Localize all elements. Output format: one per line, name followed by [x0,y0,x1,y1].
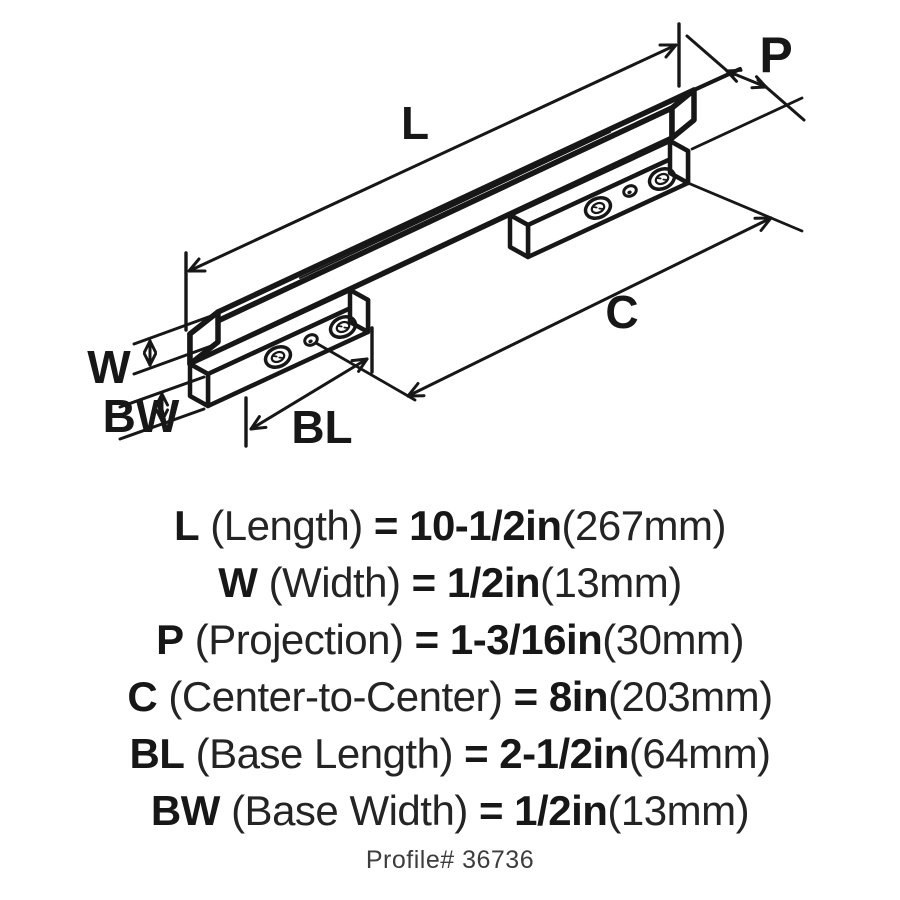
screw-icon [583,196,613,220]
arrowhead [753,216,773,232]
arrowhead [143,352,157,367]
spec-metric: (13mm) [607,787,750,834]
left-base-foot [187,287,371,409]
arrowhead [350,357,369,373]
spec-value: = 10-1/2in [373,502,562,549]
handle-bar [187,67,742,367]
label-L: L [401,97,429,149]
p-reference-line [690,96,804,151]
spec-name: (Width) [257,559,412,606]
profile-number: Profile# 36736 [365,846,535,874]
p-extension-back [685,34,735,78]
p-dim-line [725,69,768,89]
screw-icon [328,315,358,339]
spec-metric: (13mm) [540,559,682,606]
arrowhead [187,257,207,273]
spec-value: = 8in [513,673,609,720]
mount-hole-icon [303,333,319,347]
dimension-projection [685,34,806,151]
c-extension-left [314,341,417,402]
arrowhead [406,382,426,398]
dimension-center-to-center [314,181,804,402]
bw-extension-bottom [118,407,206,441]
spec-metric: (64mm) [628,730,771,777]
dimension-length [184,22,681,332]
spec-line-center-to-center: C (Center-to-Center) = 8in(203mm) [0,668,900,725]
arrowhead [155,408,169,423]
bar-top-highlight-line [299,131,611,279]
spec-symbol: C [127,673,158,720]
spec-line-base-length: BL (Base Length) = 2-1/2in(64mm) [0,725,900,782]
spec-line-base-width: BW (Base Width) = 1/2in(13mm) [0,782,900,839]
spec-line-projection: P (Projection) = 1-3/16in(30mm) [0,611,900,668]
right-foot-left-end-face [507,212,531,260]
left-foot-screws [263,315,358,369]
spec-name: (Length) [199,502,374,549]
dimension-base-width [118,375,206,441]
spec-symbol: W [218,559,258,606]
screw-icon [263,345,293,369]
mount-hole-icon [622,184,638,198]
spec-value: = 1/2in [478,787,608,834]
spec-metric: (267mm) [561,502,727,549]
spec-symbol: BW [150,787,220,834]
spec-value: = 2-1/2in [464,730,629,777]
label-P: P [759,27,792,83]
spec-name: (Projection) [183,616,415,663]
w-extension-top [132,313,216,346]
dimension-base-length [244,326,374,448]
arrowhead [249,415,268,431]
right-foot-right-end-face [667,138,691,186]
left-foot-left-end-face [187,361,211,409]
spec-line-width: W (Width) = 1/2in(13mm) [0,554,900,611]
spec-metric: (203mm) [608,673,773,720]
label-W: W [87,341,131,393]
label-C: C [605,286,638,338]
spec-metric: (30mm) [602,616,744,663]
spec-list: L (Length) = 10-1/2in(267mm) W (Width) =… [0,497,900,839]
dimension-width [132,313,216,376]
label-BW: BW [103,390,180,442]
label-BL: BL [291,401,352,453]
bar-right-endcap [669,87,697,141]
l-dim-line [187,43,678,273]
bw-extension-top [118,375,206,409]
c-extension-right [686,181,804,233]
left-foot-right-end-face [347,287,371,335]
spec-symbol: L [173,502,200,549]
spec-name: (Center-to-Center) [157,673,514,720]
spec-value: = 1-3/16in [414,616,603,663]
spec-name: (Base Width) [219,787,479,834]
spec-name: (Base Length) [184,730,465,777]
arrowhead [725,68,743,83]
spec-symbol: P [156,616,184,663]
arrowhead [143,339,157,354]
right-foot-screws [583,167,677,220]
spec-symbol: BL [129,730,185,777]
spec-value: = 1/2in [411,559,541,606]
bl-dim-line [249,357,369,431]
arrowhead [750,75,768,90]
screw-icon [647,167,677,191]
spec-line-length: L (Length) = 10-1/2in(267mm) [0,497,900,554]
diagram-svg: L P C W BW [87,22,806,453]
w-extension-bottom [132,343,216,376]
handle-dimension-diagram: L P C W BW [87,22,806,453]
arrowhead [155,392,169,407]
arrowhead [658,43,678,59]
c-dim-line [406,216,773,398]
